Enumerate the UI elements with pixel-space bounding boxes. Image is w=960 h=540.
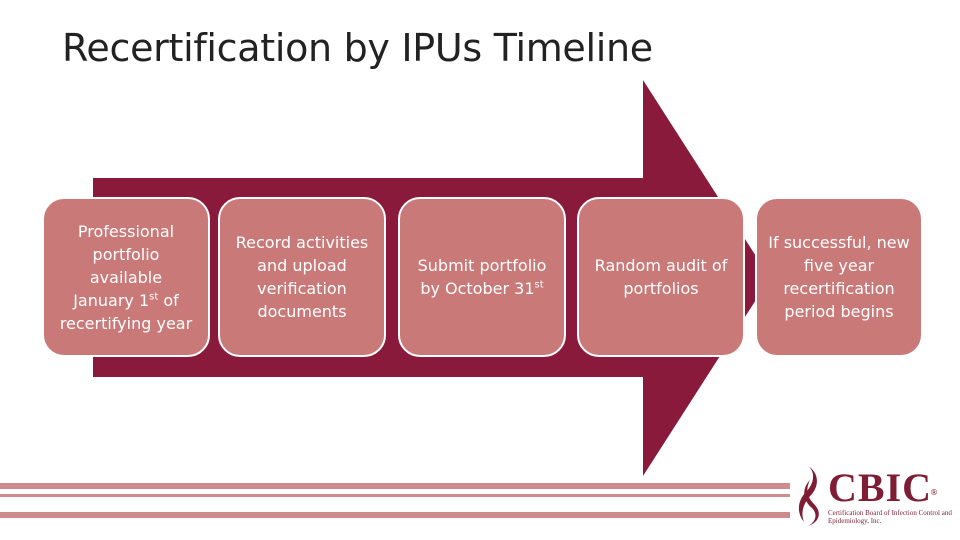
step-2-text: Record activities and upload verificatio… <box>235 233 369 321</box>
step-3-suffix: st <box>534 279 544 291</box>
step-3-text: Submit portfolio by October 31st <box>410 254 554 300</box>
step-1-line-1: Professional <box>77 221 175 241</box>
footer-bar-bottom-thin <box>0 512 790 518</box>
cbic-logo: CBIC ® Certification Board of Infection … <box>790 462 960 532</box>
logo-registered-mark: ® <box>930 488 938 497</box>
ribbon-icon <box>798 466 819 526</box>
step-3-main: Submit portfolio by October 31 <box>417 256 547 298</box>
step-1-date: January 1 <box>73 290 150 310</box>
step-5-text: If successful, new five year recertifica… <box>768 233 910 321</box>
step-1-date-suffix: st <box>149 291 159 303</box>
step-1-box: Professional portfolio available January… <box>42 197 210 357</box>
step-1-text: Professional portfolio available January… <box>60 220 192 335</box>
step-2-box: Record activities and upload verificatio… <box>218 197 386 357</box>
footer-bar-bottom <box>0 494 790 497</box>
step-1-line-3: available <box>89 267 163 287</box>
logo-name: CBIC <box>828 465 933 510</box>
step-4-text: Random audit of portfolios <box>594 256 728 298</box>
step-4-box: Random audit of portfolios <box>577 197 745 357</box>
step-1-line-5: recertifying year <box>59 313 193 333</box>
step-5-box: If successful, new five year recertifica… <box>755 197 923 357</box>
logo-subtitle: Certification Board of Infection Control… <box>828 509 952 525</box>
step-1-line-2: portfolio <box>92 244 160 264</box>
step-3-box: Submit portfolio by October 31st <box>398 197 566 357</box>
slide-title: Recertification by IPUs Timeline <box>62 26 653 70</box>
footer-bar-top <box>0 483 790 489</box>
step-1-of: of <box>158 290 179 310</box>
